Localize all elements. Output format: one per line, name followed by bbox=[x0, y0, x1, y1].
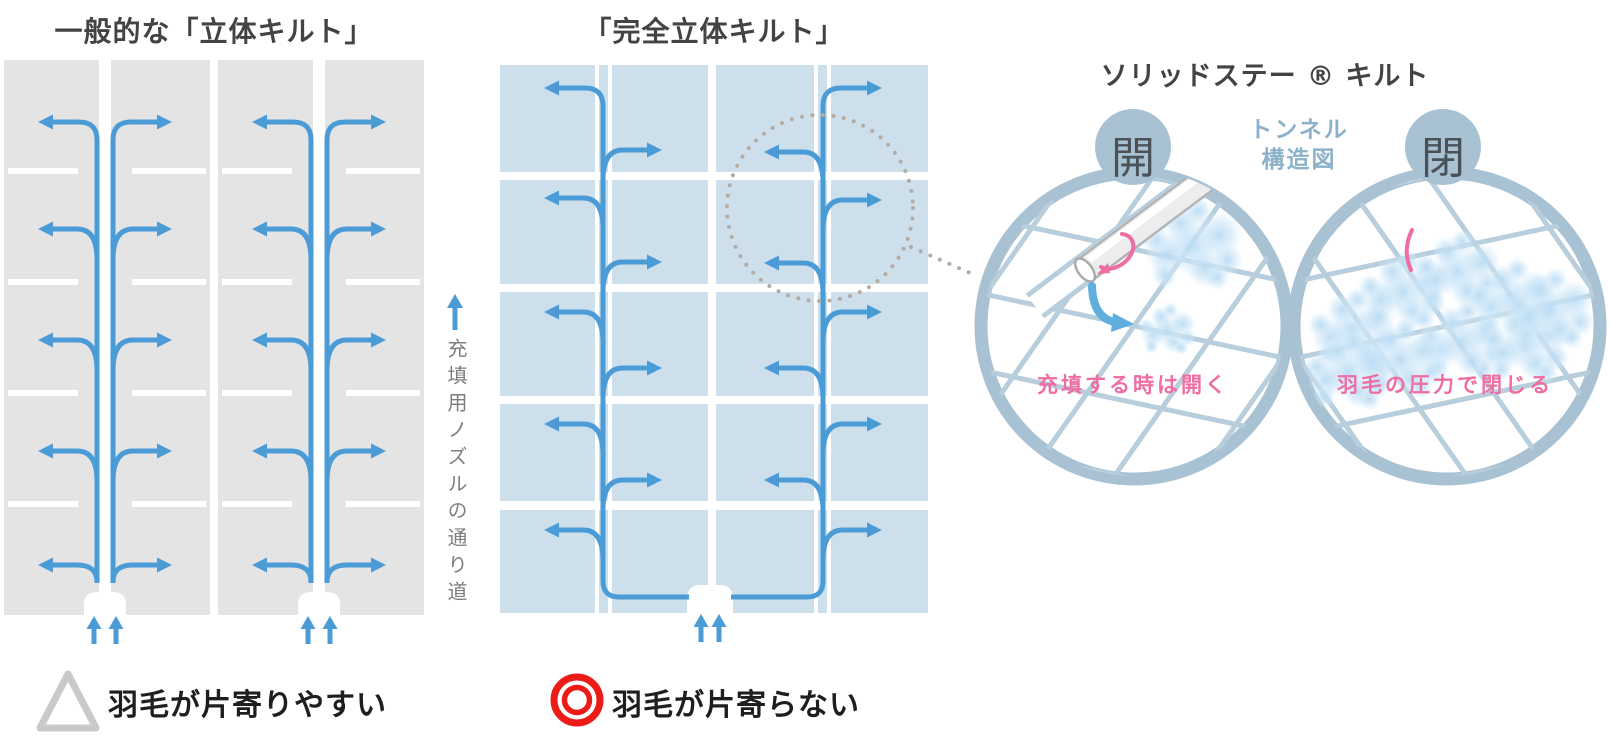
tunnel-structure-label-line2: 構造図 bbox=[1261, 146, 1337, 173]
fill-direction-arrow bbox=[1088, 282, 1134, 332]
complete-flow-arrows bbox=[544, 80, 882, 642]
legend bbox=[36, 670, 604, 732]
down-fluff-open-circle bbox=[1137, 196, 1244, 356]
complete-quilt-title: 「完全立体キルト」 bbox=[583, 15, 845, 48]
solid-stay-quilt-title: ソリッドステー ® キルト bbox=[1100, 61, 1430, 92]
dotted-connector-line bbox=[909, 245, 979, 278]
legend-good-label: 羽毛が片寄らない bbox=[612, 688, 860, 723]
tunnel-structure-label-line1: トンネル bbox=[1249, 117, 1349, 143]
complete-quilt-panel bbox=[500, 65, 979, 642]
solid-stay-panel bbox=[974, 109, 1607, 486]
double-circle-rating-icon bbox=[550, 673, 604, 727]
legend-bad-label: 羽毛が片寄りやすい bbox=[108, 688, 387, 723]
closed-badge-label: 閉 bbox=[1421, 133, 1465, 184]
open-badge-label: 開 bbox=[1111, 133, 1155, 184]
highlight-dotted-circle bbox=[725, 113, 915, 303]
nozzle-path-arrow bbox=[447, 294, 463, 330]
closed-badge-circle bbox=[1405, 109, 1481, 185]
general-flow-arrows bbox=[38, 114, 386, 644]
general-quilt-panel bbox=[4, 60, 424, 644]
open-state-caption: 充填する時は開く bbox=[1037, 373, 1229, 397]
general-quilt-title: 一般的な「立体キルト」 bbox=[54, 15, 374, 48]
pink-closed-flap-mark bbox=[1404, 228, 1414, 272]
open-badge-circle bbox=[1095, 109, 1171, 185]
down-fluff-closed-circle bbox=[1303, 229, 1595, 411]
tunnel-structure-label: トンネル 構造図 bbox=[1219, 116, 1379, 176]
closed-state-caption: 羽毛の圧力で閉じる bbox=[1337, 373, 1553, 397]
pink-rotation-arrow bbox=[1097, 232, 1136, 274]
nozzle-path-label: 充填用ノズルの通り道 bbox=[444, 338, 468, 608]
triangle-rating-icon bbox=[36, 670, 100, 732]
